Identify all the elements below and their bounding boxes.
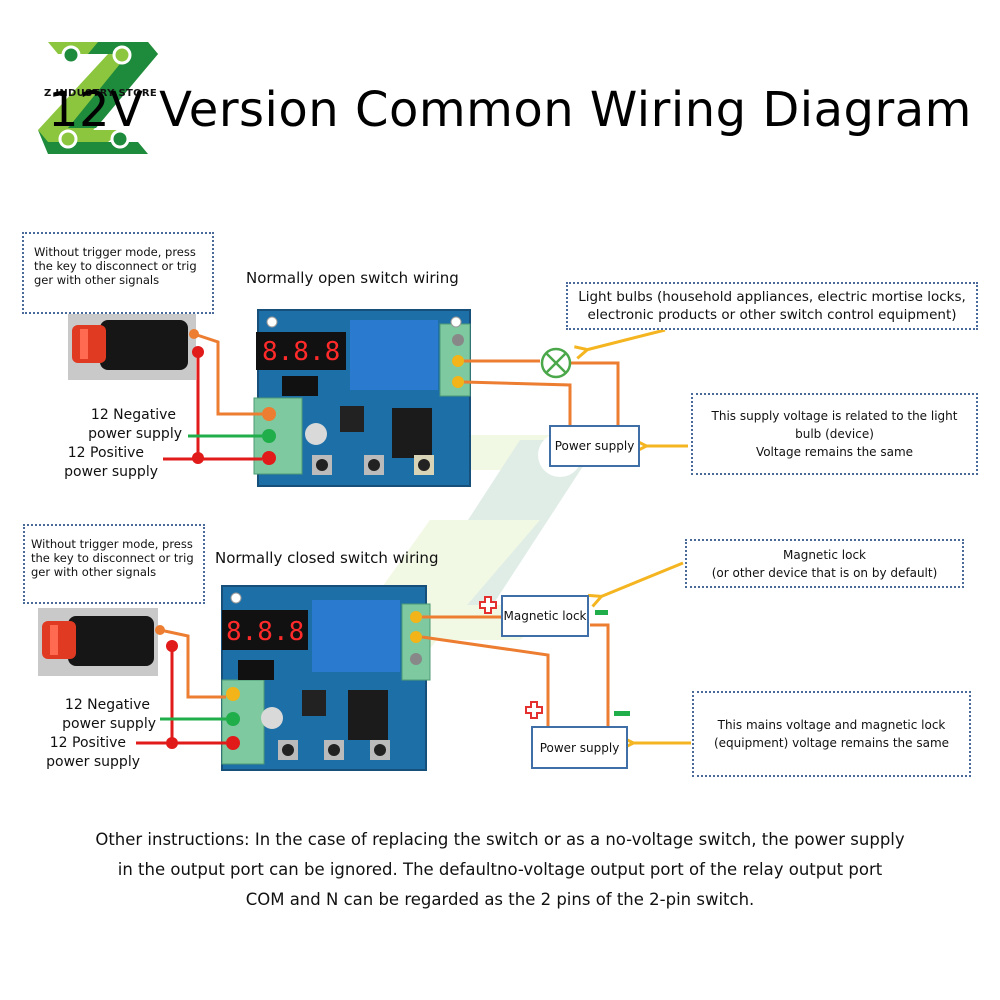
lock-note-bottom: Magnetic lock (or other device that is o… xyxy=(685,539,964,588)
minus-icon xyxy=(595,610,608,615)
negative-supply-label-top: 12 Negative power supply xyxy=(88,407,182,442)
section-title-normally-open: Normally open switch wiring xyxy=(246,269,459,287)
push-button-bottom xyxy=(38,608,158,676)
push-button-top xyxy=(68,312,196,380)
supply-note-top: This supply voltage is related to the li… xyxy=(691,393,978,475)
magnetic-lock-box: Magnetic lock xyxy=(501,595,589,637)
section-title-normally-closed: Normally closed switch wiring xyxy=(215,549,439,567)
page-title: 12V Version Common Wiring Diagram xyxy=(48,82,972,138)
positive-supply-label-bottom: 12 Positive power supply xyxy=(46,735,140,770)
power-supply-box-top: Power supply xyxy=(549,425,640,467)
relay-board-top: 8.8.8 xyxy=(253,309,471,487)
trigger-note-bottom: Without trigger mode, press the key to d… xyxy=(23,524,205,604)
display-digits-top: 8.8.8 xyxy=(262,337,340,367)
plus-icon xyxy=(525,701,543,719)
power-supply-box-bottom: Power supply xyxy=(531,726,628,769)
plus-icon xyxy=(479,596,497,614)
annotation-arrows-top xyxy=(586,328,688,446)
load-note-top: Light bulbs (household appliances, elect… xyxy=(566,282,978,330)
relay-board-bottom: 8.8.8 xyxy=(221,585,431,771)
z-logo-icon xyxy=(38,42,158,154)
supply-note-bottom: This mains voltage and magnetic lock (eq… xyxy=(692,691,971,777)
negative-supply-label-bottom: 12 Negative power supply xyxy=(62,697,156,732)
brand-name: Z INDUSTRY STORE xyxy=(44,88,157,99)
other-instructions: Other instructions: In the case of repla… xyxy=(95,830,905,909)
annotation-arrows-bottom xyxy=(600,561,691,743)
polarity-markers xyxy=(479,596,630,719)
lamp-icon xyxy=(540,347,572,379)
display-digits-bottom: 8.8.8 xyxy=(226,617,304,647)
trigger-note-top: Without trigger mode, press the key to d… xyxy=(22,232,214,314)
wires-top xyxy=(163,329,620,464)
wires-bottom xyxy=(136,615,610,749)
minus-icon xyxy=(614,711,630,716)
positive-supply-label-top: 12 Positive power supply xyxy=(64,445,158,480)
